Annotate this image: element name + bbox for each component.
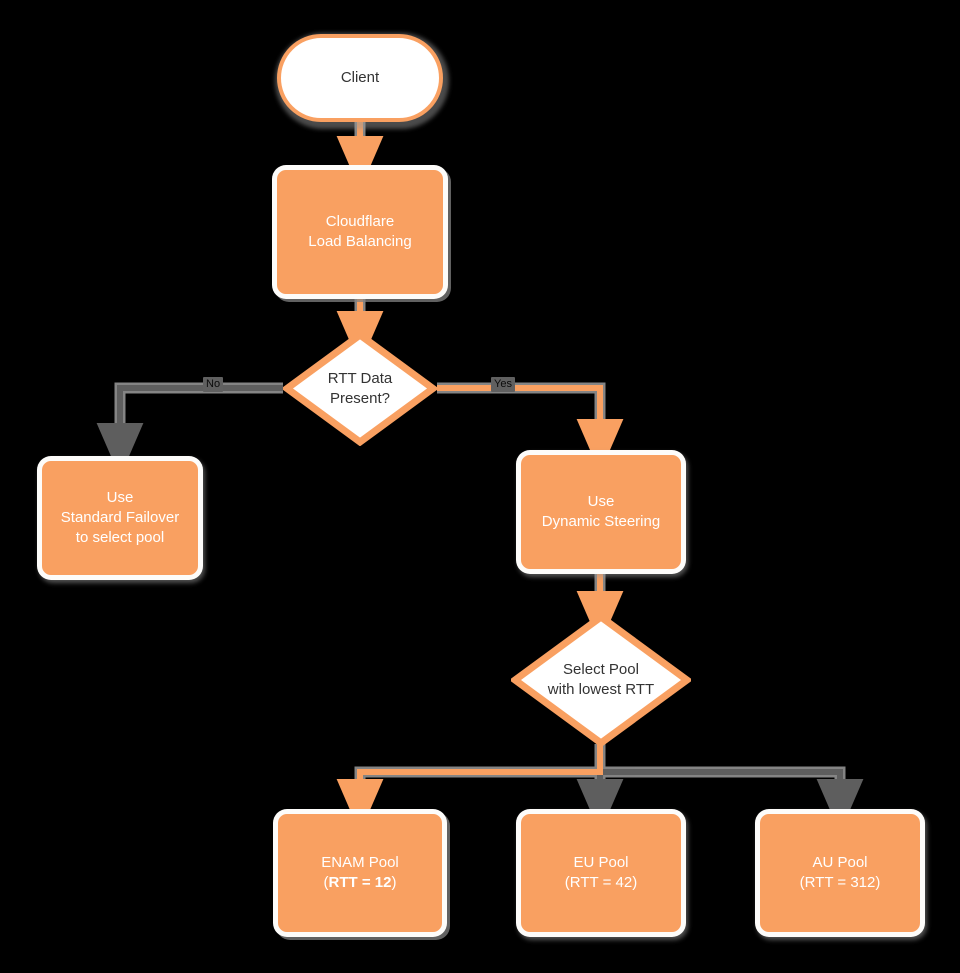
node-standard-failover-line1: Use [106,489,134,507]
node-au-pool-rtt: (RTT = 312) [800,873,881,893]
node-eu-pool-rtt: (RTT = 42) [565,873,637,893]
edge-label-rtt-no: No [203,377,224,392]
node-load-balancing-line2: Load Balancing [308,233,412,250]
node-load-balancing-label: Cloudflare Load Balancing [308,212,411,252]
node-select-pool-line1: Select Pool [563,661,639,679]
node-au-pool-line1: AU Pool [812,854,868,872]
node-standard-failover-line2: Standard Failover [60,509,180,527]
node-au-pool[interactable]: AU Pool (RTT = 312) [760,814,920,932]
edge-select-to-enam [336,744,603,833]
node-load-balancing[interactable]: Cloudflare Load Balancing [277,170,443,294]
node-enam-pool-label: ENAM Pool (RTT = 12) [321,853,399,893]
node-enam-pool[interactable]: ENAM Pool (RTT = 12) [278,814,442,932]
node-standard-failover[interactable]: Use Standard Failover to select pool [42,461,198,575]
eu-rtt-text: RTT = 42 [569,874,633,891]
rtt-decision-shape [283,331,437,446]
node-enam-pool-line1: ENAM Pool [321,854,399,872]
node-eu-pool-line1: EU Pool [573,854,629,872]
edge-rtt-yes [437,385,624,473]
eu-open-paren: ( [564,874,570,891]
select-pool-shape [511,613,691,747]
au-close-paren: ) [875,874,881,891]
node-eu-pool-label: EU Pool (RTT = 42) [565,853,637,893]
node-rtt-decision-label: RTT Data Present? [283,331,437,446]
edge-select-to-au [600,769,864,833]
edge-label-rtt-yes: Yes [491,377,515,392]
au-open-paren: ( [799,874,805,891]
node-client-label: Client [340,69,380,87]
node-standard-failover-line3: to select pool [75,528,165,546]
enam-close-paren: ) [391,874,397,891]
node-select-pool[interactable]: Select Pool with lowest RTT [511,613,691,747]
node-eu-pool[interactable]: EU Pool (RTT = 42) [521,814,681,932]
eu-close-paren: ) [632,874,638,891]
enam-rtt-text: RTT = 12 [328,874,392,891]
node-dynamic-steering[interactable]: Use Dynamic Steering [521,455,681,569]
node-au-pool-label: AU Pool (RTT = 312) [800,853,881,893]
edge-rtt-no [96,385,283,477]
node-rtt-decision[interactable]: RTT Data Present? [283,331,437,446]
node-load-balancing-line1: Cloudflare [325,213,395,231]
node-enam-pool-rtt: (RTT = 12) [321,873,399,893]
node-rtt-decision-line2: Present? [329,389,391,407]
node-select-pool-line2: with lowest RTT [547,681,655,698]
node-standard-failover-label: Use Standard Failover to select pool [61,488,179,547]
node-rtt-decision-line1: RTT Data [327,369,393,387]
node-dynamic-steering-label: Use Dynamic Steering [542,492,660,532]
node-select-pool-label: Select Pool with lowest RTT [511,613,691,747]
node-client[interactable]: Client [277,34,443,122]
node-dynamic-steering-line2: Dynamic Steering [541,513,661,530]
node-dynamic-steering-line1: Use [587,493,615,511]
au-rtt-text: RTT = 312 [804,874,876,891]
enam-open-paren: ( [323,874,329,891]
